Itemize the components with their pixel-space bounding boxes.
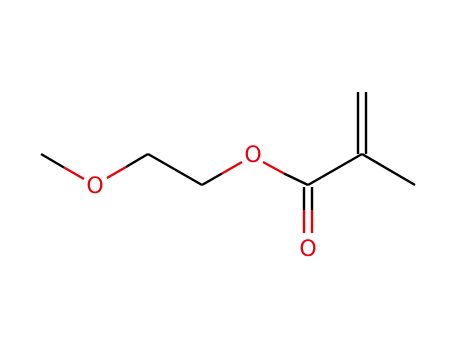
bond-methyl-ether-o-part bbox=[63, 166, 85, 181]
bond-ether-ch2-o-part bbox=[106, 165, 127, 180]
bond-alkene-methyl bbox=[361, 152, 416, 187]
bond-ether-ch2 bbox=[125, 152, 149, 169]
bond-ch2-ch2 bbox=[147, 152, 203, 187]
carbonyl-oxygen-label: O bbox=[299, 237, 316, 262]
bond-ester-carbonyl-o-part bbox=[262, 160, 285, 175]
ester-oxygen-label: O bbox=[244, 143, 261, 168]
bond-carbonyl-alkene bbox=[307, 152, 363, 187]
bond-ch2-ester bbox=[201, 172, 223, 187]
bond-methyl-ether bbox=[40, 152, 65, 169]
bond-ch2-ester-o-part bbox=[221, 160, 243, 175]
bond-ester-carbonyl bbox=[283, 172, 309, 187]
ether-oxygen-label: O bbox=[86, 174, 103, 199]
